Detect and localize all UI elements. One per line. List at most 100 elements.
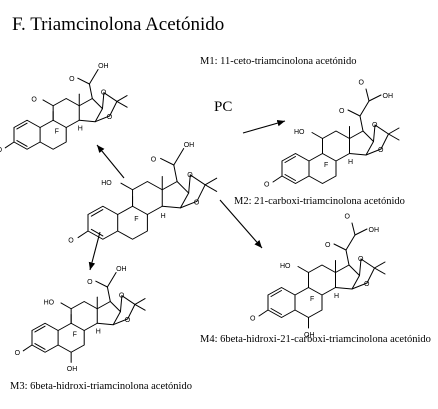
- acetonide-bond: [103, 92, 118, 102]
- methyl-bond: [388, 127, 400, 135]
- ketone-bond: [272, 175, 283, 183]
- ring-a: [267, 287, 296, 318]
- carboxyl-bond: [354, 228, 368, 236]
- acetonide-bond: [112, 318, 129, 326]
- side-chain-bond: [106, 286, 111, 302]
- ring-d: [161, 181, 190, 209]
- methyl-bond: [374, 261, 386, 269]
- molecule-m1: OFHOOOOOH: [0, 63, 128, 154]
- double-bond: [34, 343, 46, 350]
- acetonide-bond: [127, 303, 136, 320]
- acetonide-bond: [196, 184, 206, 202]
- acetonide-bond: [188, 174, 191, 194]
- carbonyl-oxygen-20: O: [325, 242, 331, 249]
- methyl-bond: [204, 184, 218, 192]
- double-bond: [34, 325, 46, 333]
- ring-b: [294, 287, 323, 318]
- side-chain-bond: [106, 272, 117, 288]
- acetonide-bond: [109, 100, 118, 117]
- ring-d: [349, 130, 374, 156]
- ketone-oxygen: O: [250, 316, 256, 323]
- carbonyl-oxygen-20: O: [339, 108, 345, 115]
- hydroxyl-bond: [311, 132, 323, 139]
- fluorine-label: F: [55, 128, 59, 135]
- acetonide-bond: [360, 258, 375, 269]
- ring-c: [70, 301, 98, 331]
- side-chain-bond: [359, 100, 370, 117]
- acetonide-bond: [189, 174, 206, 186]
- carbonyl-oxygen-20: O: [69, 76, 75, 83]
- ketone-oxygen: O: [68, 238, 74, 245]
- metabolite-label-m2: M2: 21-carboxi-triamcinolona acetónido: [234, 196, 405, 207]
- methyl-bond: [134, 303, 146, 311]
- ring-b: [57, 322, 85, 353]
- side-chain-bond: [345, 249, 350, 266]
- ring-c: [308, 264, 336, 296]
- hydroxyl-label-21: OH: [98, 63, 109, 70]
- ring-c: [322, 130, 350, 162]
- ring-a: [87, 205, 119, 240]
- carbonyl-oxygen-20: O: [151, 157, 157, 164]
- acetonide-bond: [119, 295, 123, 313]
- carboxyl-bond: [368, 94, 382, 102]
- side-chain-bond: [173, 164, 178, 182]
- hydrogen-label: H: [348, 159, 353, 166]
- carbonyl-oxygen-20: O: [87, 279, 93, 286]
- arrow-to-m1: [96, 144, 125, 179]
- acetonide-bond: [359, 258, 362, 276]
- methyl-bond: [116, 95, 128, 102]
- arrow-to-m4: [219, 199, 263, 249]
- ring-c: [52, 98, 80, 128]
- hydroxyl-bond: [297, 266, 309, 273]
- hydroxyl-label-11: HO: [44, 299, 55, 306]
- methyl-bond: [116, 100, 128, 108]
- hydroxyl-label-21: OH: [184, 142, 195, 149]
- ketone-bond: [42, 99, 54, 107]
- double-bond: [16, 140, 28, 147]
- ketone-oxygen: O: [264, 182, 270, 189]
- hydroxyl-bond: [120, 182, 134, 191]
- carboxyl-hydroxyl: OH: [383, 93, 394, 100]
- parent-compound-label: PC: [214, 99, 232, 115]
- methyl-bond: [374, 267, 386, 275]
- carboxyl-bond: [365, 88, 370, 102]
- acetonide-oxygen: O: [187, 172, 193, 179]
- acetonide-bond: [380, 133, 389, 150]
- acetonide-oxygen: O: [194, 199, 200, 206]
- acetonide-bond: [373, 124, 376, 142]
- acetonide-bond: [94, 115, 111, 123]
- ketone-oxygen: O: [15, 350, 21, 357]
- double-bond: [90, 228, 104, 237]
- methyl-bond: [388, 133, 400, 141]
- hydroxyl-label-11: HO: [294, 129, 305, 136]
- hydroxyl-label-6: OH: [304, 332, 315, 339]
- double-bond: [284, 174, 296, 181]
- metabolite-label-m4: M4: 6beta-hidroxi-21-carboxi-triamcinolo…: [200, 334, 431, 345]
- fluorine-label: F: [134, 216, 138, 223]
- ketone-bond: [77, 230, 89, 239]
- ring-d: [335, 264, 360, 290]
- acetonide-bond: [366, 267, 375, 284]
- carboxyl-bond: [351, 222, 356, 236]
- ketone-bond: [4, 141, 15, 149]
- side-chain-bond: [88, 83, 93, 99]
- hydrogen-label: H: [334, 293, 339, 300]
- ring-c: [132, 181, 163, 215]
- side-chain-bond: [173, 148, 185, 166]
- ketone-bond: [22, 344, 33, 352]
- double-bond: [90, 209, 104, 217]
- ring-d: [96, 301, 121, 326]
- fluorine-label: F: [73, 331, 77, 338]
- hydroxyl-label-11: HO: [280, 263, 291, 270]
- acetonide-oxygen: O: [364, 281, 370, 288]
- metabolite-label-m3: M3: 6beta-hidroxi-triamcinolona acetónid…: [10, 381, 192, 392]
- ketone-oxygen-11: O: [31, 96, 37, 103]
- double-bond: [270, 290, 282, 297]
- fluorine-label: F: [310, 296, 314, 303]
- ring-a: [31, 322, 59, 353]
- double-bond: [270, 308, 282, 315]
